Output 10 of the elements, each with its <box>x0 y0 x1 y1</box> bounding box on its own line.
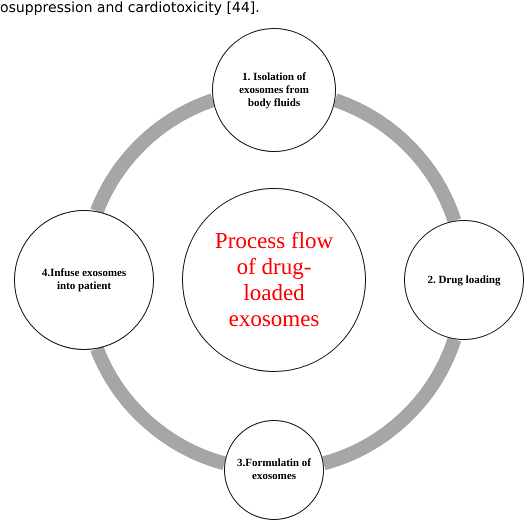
step-label: 2. Drug loading <box>427 274 501 286</box>
cut-off-text: osuppression and cardiotoxicity [44]. <box>0 0 260 17</box>
step-label: 3.Formulatin of exosomes <box>236 457 312 483</box>
step-label: 1. Isolation of exosomes from body fluids <box>238 70 310 110</box>
ring-arc <box>90 346 227 470</box>
ring-arc <box>90 94 216 214</box>
step-label: 4.Infuse exosomes into patient <box>40 267 128 293</box>
center-label: Process flow of drug-loaded exosomes <box>214 228 334 332</box>
ring-arc <box>332 94 462 224</box>
ring-arc <box>321 336 462 470</box>
